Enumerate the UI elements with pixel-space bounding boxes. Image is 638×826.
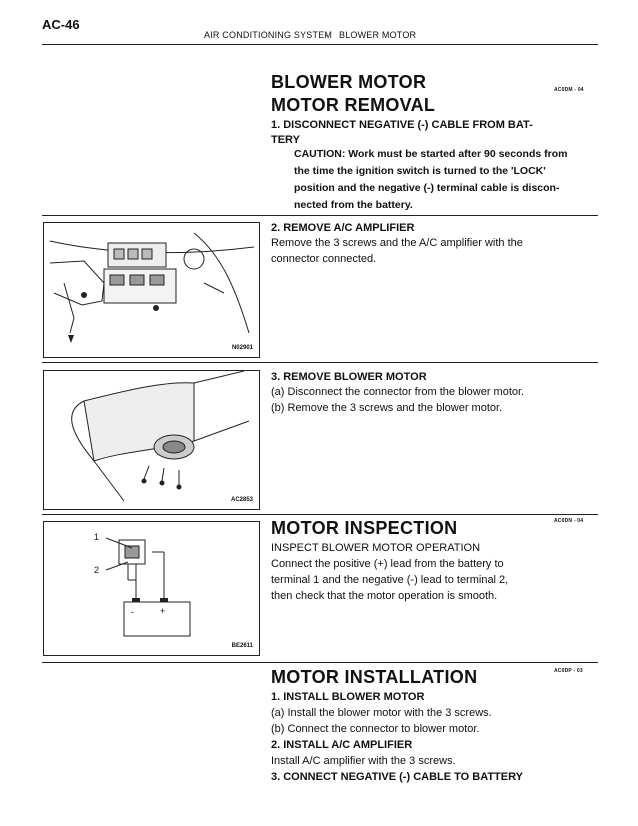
text-line: Install A/C amplifier with the 3 screws. — [271, 755, 456, 767]
figure-label: N02901 — [231, 345, 253, 351]
section-divider — [42, 662, 598, 663]
figure-label: AC2853 — [230, 497, 253, 503]
text-line: (b) Remove the 3 screws and the blower m… — [271, 402, 503, 414]
removal-step2-title: 2. REMOVE A/C AMPLIFIER — [271, 222, 415, 234]
install-step1-title: 1. INSTALL BLOWER MOTOR — [271, 691, 425, 703]
header-section: AIR CONDITIONING SYSTEM — [204, 30, 333, 40]
page-number: AC-46 — [42, 17, 80, 32]
figure-blower-motor: AC2853 — [43, 370, 260, 510]
caution-line: the time the ignition switch is turned t… — [294, 165, 546, 177]
battery-positive-sign: + — [160, 606, 166, 616]
text-line: INSPECT BLOWER MOTOR OPERATION — [271, 542, 481, 554]
removal-step2-text: Remove the 3 screws and the A/C amplifie… — [271, 235, 523, 267]
section-divider — [42, 362, 598, 363]
figure-motor-inspection: 1 2 - + BE2611 — [43, 521, 260, 656]
caution-line: CAUTION: Work must be started after 90 s… — [294, 148, 568, 160]
caution-line: position and the negative (-) terminal c… — [294, 182, 560, 194]
section-title-motor-removal: MOTOR REMOVAL — [271, 95, 436, 115]
removal-step3-text: (a) Disconnect the connector from the bl… — [271, 384, 524, 416]
install-step3-title: 3. CONNECT NEGATIVE (-) CABLE TO BATTERY — [271, 771, 523, 783]
removal-step1-line1: 1. DISCONNECT NEGATIVE (-) CABLE FROM BA… — [271, 119, 533, 131]
section-code: AC0DP - 03 — [554, 668, 583, 674]
section-title-motor-installation: MOTOR INSTALLATION — [271, 667, 478, 687]
section-title-motor-inspection: MOTOR INSPECTION — [271, 518, 458, 538]
install-step2-title: 2. INSTALL A/C AMPLIFIER — [271, 739, 413, 751]
removal-step1-line2: TERY — [271, 134, 300, 146]
section-divider — [42, 215, 598, 216]
text-line: then check that the motor operation is s… — [271, 590, 498, 602]
text-line: (b) Connect the connector to blower moto… — [271, 723, 480, 735]
text-line: Connect the positive (+) lead from the b… — [271, 558, 504, 570]
header-subsection: BLOWER MOTOR — [339, 30, 417, 40]
figure-label: BE2611 — [231, 643, 253, 649]
terminal-1-label: 1 — [94, 532, 100, 542]
inspection-illustration — [105, 537, 191, 637]
header-dash: - — [325, 30, 329, 40]
section-code: AC0DM - 04 — [554, 87, 584, 93]
terminal-2-label: 2 — [94, 565, 100, 575]
header-rule — [42, 44, 598, 45]
text-line: (a) Disconnect the connector from the bl… — [271, 386, 525, 398]
inspection-text: INSPECT BLOWER MOTOR OPERATION Connect t… — [271, 540, 508, 604]
text-line: (a) Install the blower motor with the 3 … — [271, 707, 492, 719]
blower-motor-illustration — [71, 371, 250, 502]
amplifier-illustration — [49, 232, 255, 343]
caution-line: nected from the battery. — [294, 199, 413, 211]
removal-step3-title: 3. REMOVE BLOWER MOTOR — [271, 371, 427, 383]
text-line: terminal 1 and the negative (-) lead to … — [271, 574, 509, 586]
section-divider — [42, 514, 598, 515]
caution-note: CAUTION: Work must be started after 90 s… — [294, 146, 572, 214]
figure-ac-amplifier: N02901 — [43, 222, 260, 358]
installation-steps: 1. INSTALL BLOWER MOTOR (a) Install the … — [271, 689, 523, 785]
text-line: connector connected. — [271, 253, 377, 265]
battery-negative-sign: - — [131, 607, 134, 617]
section-code: AC0DN - 04 — [554, 518, 584, 524]
text-line: Remove the 3 screws and the A/C amplifie… — [271, 237, 523, 249]
section-title-blower-motor: BLOWER MOTOR — [271, 72, 427, 92]
